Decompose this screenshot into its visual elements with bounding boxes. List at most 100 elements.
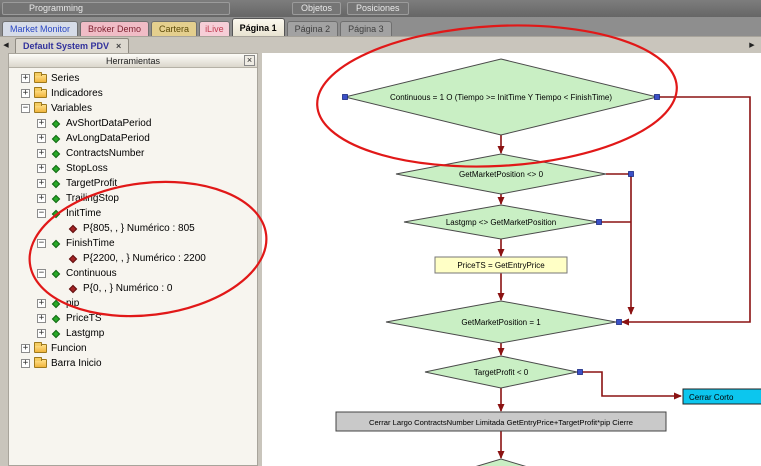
document-tab-bar: ◀ Default System PDV × ▶: [0, 36, 761, 53]
scroll-left-icon[interactable]: ◀: [3, 42, 9, 49]
tree-item-trailingstop[interactable]: + TrailingStop: [9, 191, 257, 206]
tree-item-p-805-num-rico-805[interactable]: P{805, , } Numérico : 805: [9, 221, 257, 236]
expand-icon[interactable]: +: [37, 118, 46, 128]
param-icon: [68, 254, 78, 263]
connection-handle[interactable]: [616, 319, 622, 325]
connection-handle[interactable]: [596, 219, 602, 225]
tree-item-label: Barra Inicio: [51, 358, 102, 369]
flowchart-canvas[interactable]: Continuous = 1 O (Tiempo >= InitTime Y T…: [262, 53, 761, 466]
collapse-icon[interactable]: −: [37, 268, 46, 278]
tree-item-targetprofit[interactable]: + TargetProfit: [9, 176, 257, 191]
expand-icon[interactable]: +: [37, 313, 46, 323]
tree-item-label: P{805, , } Numérico : 805: [83, 223, 195, 234]
var-icon: [51, 314, 61, 323]
expand-icon[interactable]: +: [21, 73, 30, 83]
tree-item-label: P{0, , } Numérico : 0: [83, 283, 173, 294]
expand-icon[interactable]: +: [21, 358, 30, 368]
tab-pagina-1[interactable]: Página 1: [231, 18, 285, 36]
scroll-right-icon[interactable]: ▶: [749, 42, 755, 49]
var-icon: [51, 209, 61, 218]
doc-tab-default-system-pdv[interactable]: Default System PDV ×: [15, 38, 130, 53]
collapse-icon[interactable]: −: [37, 208, 46, 218]
tree-item-indicadores[interactable]: +Indicadores: [9, 86, 257, 101]
var-icon: [51, 329, 61, 338]
param-icon: [68, 284, 78, 293]
tools-panel-header: Herramientas ×: [9, 54, 257, 68]
posiciones-button[interactable]: Posiciones: [347, 2, 409, 15]
tab-market-monitor[interactable]: Market Monitor: [2, 21, 79, 36]
close-icon[interactable]: ×: [116, 40, 122, 51]
tree-item-p-2200-num-rico-2200[interactable]: P{2200, , } Numérico : 2200: [9, 251, 257, 266]
var-icon: [51, 164, 61, 173]
var-icon: [51, 134, 61, 143]
expand-icon[interactable]: +: [37, 178, 46, 188]
var-icon: [51, 194, 61, 203]
flow-node-pricets-assign[interactable]: [434, 256, 568, 274]
doc-tab-label: Default System PDV: [23, 41, 110, 51]
expand-icon[interactable]: +: [37, 193, 46, 203]
tree-item-label: AvLongDataPeriod: [66, 133, 150, 144]
tree-item-label: TargetProfit: [66, 178, 118, 189]
tree-item-avlongdataperiod[interactable]: + AvLongDataPeriod: [9, 131, 257, 146]
tree-item-p-0-num-rico-0[interactable]: P{0, , } Numérico : 0: [9, 281, 257, 296]
flow-node-cerrar-corto[interactable]: [682, 388, 761, 405]
objetos-button[interactable]: Objetos: [292, 2, 342, 15]
tree-item-pricets[interactable]: + PriceTS: [9, 311, 257, 326]
connector-d5-cyan: [577, 371, 682, 400]
tree-item-stoploss[interactable]: + StopLoss: [9, 161, 257, 176]
tree-item-label: Variables: [51, 103, 92, 114]
tree-item-series[interactable]: +Series: [9, 71, 257, 86]
programming-menu[interactable]: Programming: [2, 2, 230, 15]
expand-icon[interactable]: +: [21, 88, 30, 98]
expand-icon[interactable]: +: [21, 343, 30, 353]
flow-node-pricets-assign-label: PriceTS = GetEntryPrice: [457, 261, 545, 270]
tab-cartera[interactable]: Cartera: [151, 21, 198, 36]
tree-item-label: PriceTS: [66, 313, 102, 324]
tree-item-finishtime[interactable]: −FinishTime: [9, 236, 257, 251]
tree-item-avshortdataperiod[interactable]: +AvShortDataPeriod: [9, 116, 257, 131]
folder-icon: [34, 87, 47, 98]
tree-item-variables[interactable]: − Variables: [9, 101, 257, 116]
tab-broker-demo[interactable]: Broker Demo: [80, 21, 150, 36]
expand-icon[interactable]: +: [37, 148, 46, 158]
tree-item-contractsnumber[interactable]: +ContractsNumber: [9, 146, 257, 161]
flowchart-svg: Continuous = 1 O (Tiempo >= InitTime Y T…: [335, 58, 761, 466]
tree-item-lastgmp[interactable]: + Lastgmp: [9, 326, 257, 341]
connection-handle[interactable]: [577, 369, 583, 375]
flow-node-bottom-partial[interactable]: [441, 458, 561, 466]
connector-d1-right-edge: [621, 96, 751, 326]
tree-item-inittime[interactable]: − InitTime: [9, 206, 257, 221]
connection-handle[interactable]: [342, 94, 348, 100]
tab-pagina-3[interactable]: Página 3: [340, 21, 392, 36]
collapse-icon[interactable]: −: [21, 103, 30, 113]
collapse-icon[interactable]: −: [37, 238, 46, 248]
tree-item-pip[interactable]: +pip: [9, 296, 257, 311]
connection-handle[interactable]: [654, 94, 660, 100]
expand-icon[interactable]: +: [37, 298, 46, 308]
workspace-tab-bar: Market Monitor Broker Demo Cartera iLive…: [0, 17, 761, 36]
flow-node-getmarketposition-neq-0-label: GetMarketPosition <> 0: [459, 170, 544, 179]
tree-item-label: StopLoss: [66, 163, 108, 174]
tree-item-label: Lastgmp: [66, 328, 105, 339]
tree-item-label: InitTime: [66, 208, 102, 219]
expand-icon[interactable]: +: [37, 163, 46, 173]
flow-node-getmarketposition-eq-1[interactable]: [385, 300, 617, 344]
expand-icon[interactable]: +: [37, 328, 46, 338]
tree-item-funcion[interactable]: +Funcion: [9, 341, 257, 356]
param-icon: [68, 224, 78, 233]
tree-item-label: TrailingStop: [66, 193, 119, 204]
expand-icon[interactable]: +: [37, 133, 46, 143]
connection-handle[interactable]: [628, 171, 634, 177]
tree-item-continuous[interactable]: − Continuous: [9, 266, 257, 281]
var-icon: [51, 239, 61, 248]
flow-node-lastgmp-neq[interactable]: [403, 204, 599, 240]
close-icon[interactable]: ×: [244, 55, 255, 66]
tree-item-barra-inicio[interactable]: + Barra Inicio: [9, 356, 257, 371]
tree-item-label: Continuous: [66, 268, 117, 279]
flow-node-targetprofit-lt-0[interactable]: [424, 355, 578, 389]
tab-ilive[interactable]: iLive: [199, 21, 230, 36]
flow-node-cerrar-largo[interactable]: [335, 411, 667, 432]
tab-pagina-2[interactable]: Página 2: [286, 21, 339, 36]
flow-node-cerrar-corto-label: Cerrar Corto: [689, 393, 734, 402]
